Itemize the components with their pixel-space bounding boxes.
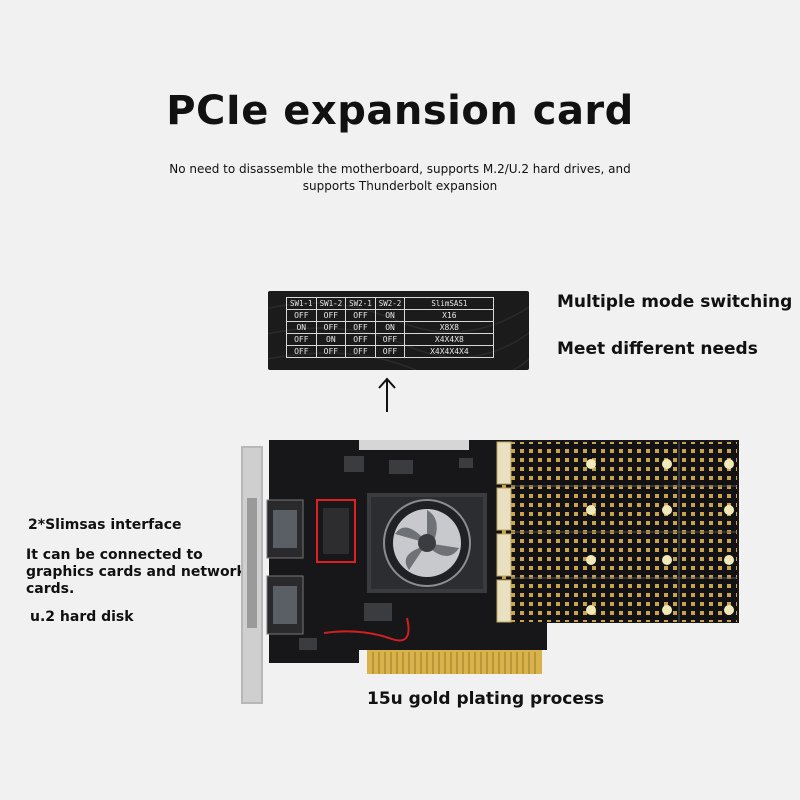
table-cell: OFF xyxy=(374,333,406,346)
dip-switch-block xyxy=(323,508,349,554)
table-cell: OFF xyxy=(315,309,347,322)
table-cell: OFF xyxy=(286,309,317,322)
callout-slimsas: 2*Slimsas interface xyxy=(28,517,182,533)
switch-highlight-box xyxy=(316,499,356,563)
cooling-fan-icon xyxy=(383,499,471,587)
callout-connect-line-1: It can be connected to xyxy=(26,547,203,563)
table-row: OFF OFF OFF ON X16 xyxy=(286,309,495,322)
table-cell: ON xyxy=(374,309,406,322)
table-row: ON OFF OFF ON X8X8 xyxy=(286,321,495,334)
callout-gold-plating: 15u gold plating process xyxy=(367,689,605,709)
m2-slot-board xyxy=(496,441,737,623)
page-title: PCIe expansion card xyxy=(166,88,634,134)
callout-connect-line-3: cards. xyxy=(26,581,75,597)
table-cell: ON xyxy=(286,321,317,334)
callout-connect-line-2: graphics cards and network xyxy=(26,564,246,580)
table-cell: OFF xyxy=(345,309,376,322)
header-sw2-2: SW2-2 xyxy=(374,297,406,310)
table-cell: OFF xyxy=(286,333,317,346)
table-cell: OFF xyxy=(374,345,406,358)
table-cell: X4X4X4X4 xyxy=(404,345,495,358)
gold-finger-connector xyxy=(367,650,542,674)
table-cell: OFF xyxy=(315,345,347,358)
header-sw1-2: SW1-2 xyxy=(315,297,347,310)
callout-different-needs: Meet different needs xyxy=(557,339,758,359)
switch-table-header-row: SW1-1 SW1-2 SW2-1 SW2-2 SlimSAS1 xyxy=(286,297,495,310)
table-row: OFF ON OFF OFF X4X4X8 xyxy=(286,333,495,346)
subtitle-line-2: supports Thunderbolt expansion xyxy=(302,179,498,193)
header-sw1-1: SW1-1 xyxy=(286,297,317,310)
switch-config-panel: SW1-1 SW1-2 SW2-1 SW2-2 SlimSAS1 OFF OFF… xyxy=(268,291,529,370)
callout-u2: u.2 hard disk xyxy=(30,609,134,625)
slimsas-ports xyxy=(266,499,304,635)
table-cell: OFF xyxy=(345,345,376,358)
power-cable xyxy=(323,617,410,642)
table-cell: X4X4X8 xyxy=(404,333,495,346)
table-cell: OFF xyxy=(345,321,376,334)
pin-header xyxy=(359,440,469,450)
callout-mode-switching: Multiple mode switching xyxy=(557,292,793,312)
table-cell: X16 xyxy=(404,309,495,322)
table-cell: OFF xyxy=(286,345,317,358)
up-arrow-icon xyxy=(378,377,396,412)
table-cell: ON xyxy=(315,333,347,346)
header-slimsas1: SlimSAS1 xyxy=(404,297,495,310)
page-subtitle: No need to disassemble the motherboard, … xyxy=(150,161,650,195)
metal-bracket xyxy=(241,446,263,704)
table-row: OFF OFF OFF OFF X4X4X4X4 xyxy=(286,345,495,358)
callout-connect: It can be connected to graphics cards an… xyxy=(26,547,246,598)
subtitle-line-1: No need to disassemble the motherboard, … xyxy=(169,162,631,176)
switch-table: SW1-1 SW1-2 SW2-1 SW2-2 SlimSAS1 OFF OFF… xyxy=(286,297,495,358)
pcie-card-image xyxy=(241,440,739,704)
table-cell: ON xyxy=(374,321,406,334)
pcb-components xyxy=(299,456,473,650)
table-cell: X8X8 xyxy=(404,321,495,334)
header-sw2-1: SW2-1 xyxy=(345,297,376,310)
table-cell: OFF xyxy=(345,333,376,346)
table-cell: OFF xyxy=(315,321,347,334)
